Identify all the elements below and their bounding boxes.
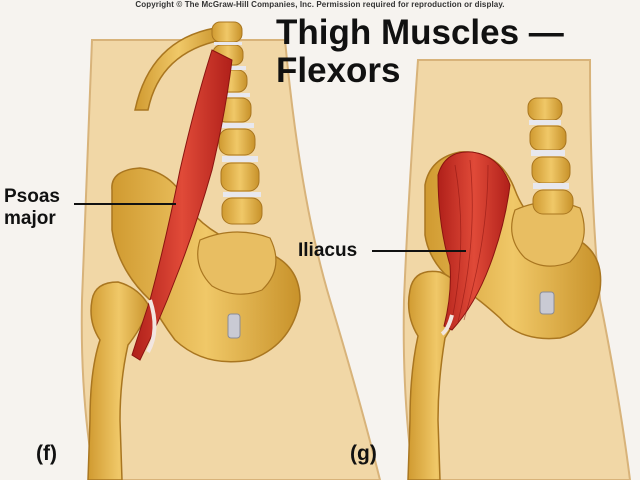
figure-title: Thigh Muscles — Flexors xyxy=(276,14,564,90)
label-iliacus: Iliacus xyxy=(298,240,357,262)
panel-label-g: (g) xyxy=(350,442,377,465)
label-iliacus-text: Iliacus xyxy=(298,240,358,261)
pubic-symphysis-g xyxy=(539,291,555,315)
copyright-notice: Copyright © The McGraw-Hill Companies, I… xyxy=(135,0,505,9)
spine-g xyxy=(527,97,574,215)
label-psoas-major: Psoas major xyxy=(4,186,60,230)
psoas-major-muscle xyxy=(131,49,233,361)
label-psoas-line-2: major xyxy=(4,208,56,229)
title-line-2: Flexors xyxy=(276,51,401,90)
panel-g-illustration xyxy=(402,59,632,480)
psoas-tendon xyxy=(146,299,157,353)
label-psoas-line-1: Psoas xyxy=(4,186,60,207)
sacrum-f xyxy=(197,231,277,295)
panel-f-illustration xyxy=(80,21,382,480)
femur-f xyxy=(87,281,151,480)
iliacus-tendon xyxy=(440,314,454,336)
title-line-1: Thigh Muscles — xyxy=(276,13,564,52)
iliacus-fibers xyxy=(451,159,489,323)
iliacus-muscle xyxy=(437,151,511,331)
panel-label-f: (f) xyxy=(36,442,57,465)
pubic-symphysis-f xyxy=(227,313,241,339)
